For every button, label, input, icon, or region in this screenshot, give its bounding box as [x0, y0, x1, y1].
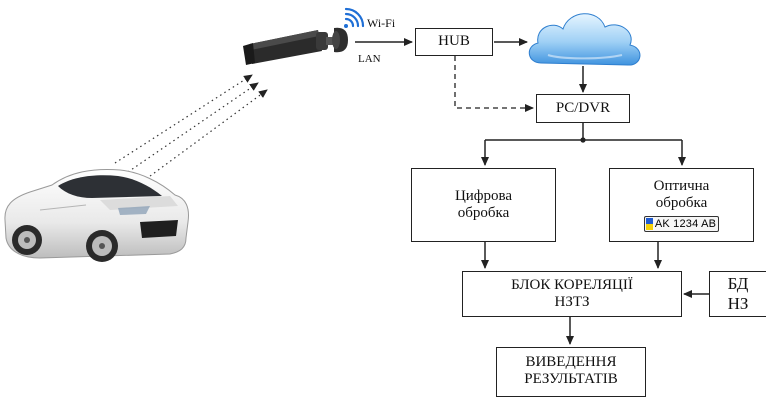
- hub-to-pc-dashed-arrow: [454, 56, 534, 112]
- wifi-label: Wi-Fi: [367, 16, 396, 30]
- pc-dvr-label: PC/DVR: [555, 99, 611, 116]
- wifi-signal-icon: [344, 7, 365, 28]
- optical-processing-line2: обробка: [655, 195, 708, 211]
- sight-line-1: [114, 74, 253, 164]
- database-line2: НЗ: [727, 294, 749, 313]
- database-line1: БД: [727, 274, 749, 294]
- database-box: БД НЗ: [709, 271, 766, 317]
- lan-label: LAN: [358, 53, 381, 65]
- correlation-block-box: БЛОК КОРЕЛЯЦІЇ НЗТЗ: [462, 271, 682, 317]
- digital-processing-line2: обробка: [457, 205, 510, 221]
- ukraine-flag-icon: [645, 218, 653, 231]
- output-results-box: ВИВЕДЕННЯ РЕЗУЛЬТАТІВ: [496, 347, 646, 397]
- hub-box: HUB: [415, 28, 493, 56]
- license-plate: AK 1234 AB: [643, 216, 720, 233]
- optical-processing-box: Оптична обробка AK 1234 AB: [609, 168, 754, 242]
- sight-line-2: [127, 82, 259, 173]
- digital-processing-line1: Цифрова: [454, 187, 513, 204]
- cctv-camera-icon: [243, 27, 348, 65]
- correlation-block-line1: БЛОК КОРЕЛЯЦІЇ: [511, 276, 633, 293]
- cloud-icon: [528, 13, 641, 66]
- digital-processing-box: Цифрова обробка: [411, 168, 556, 242]
- correlation-block-line2: НЗТЗ: [554, 294, 590, 310]
- pc-dvr-box: PC/DVR: [536, 94, 630, 123]
- optical-processing-line1: Оптична: [653, 177, 710, 194]
- license-plate-number: AK 1234 AB: [654, 217, 717, 230]
- hub-label: HUB: [438, 33, 470, 50]
- car-icon: [4, 169, 189, 262]
- sight-line-3: [141, 89, 268, 183]
- sight-lines: [114, 74, 268, 183]
- output-results-line2: РЕЗУЛЬТАТІВ: [524, 371, 618, 388]
- output-results-line1: ВИВЕДЕННЯ: [525, 354, 617, 370]
